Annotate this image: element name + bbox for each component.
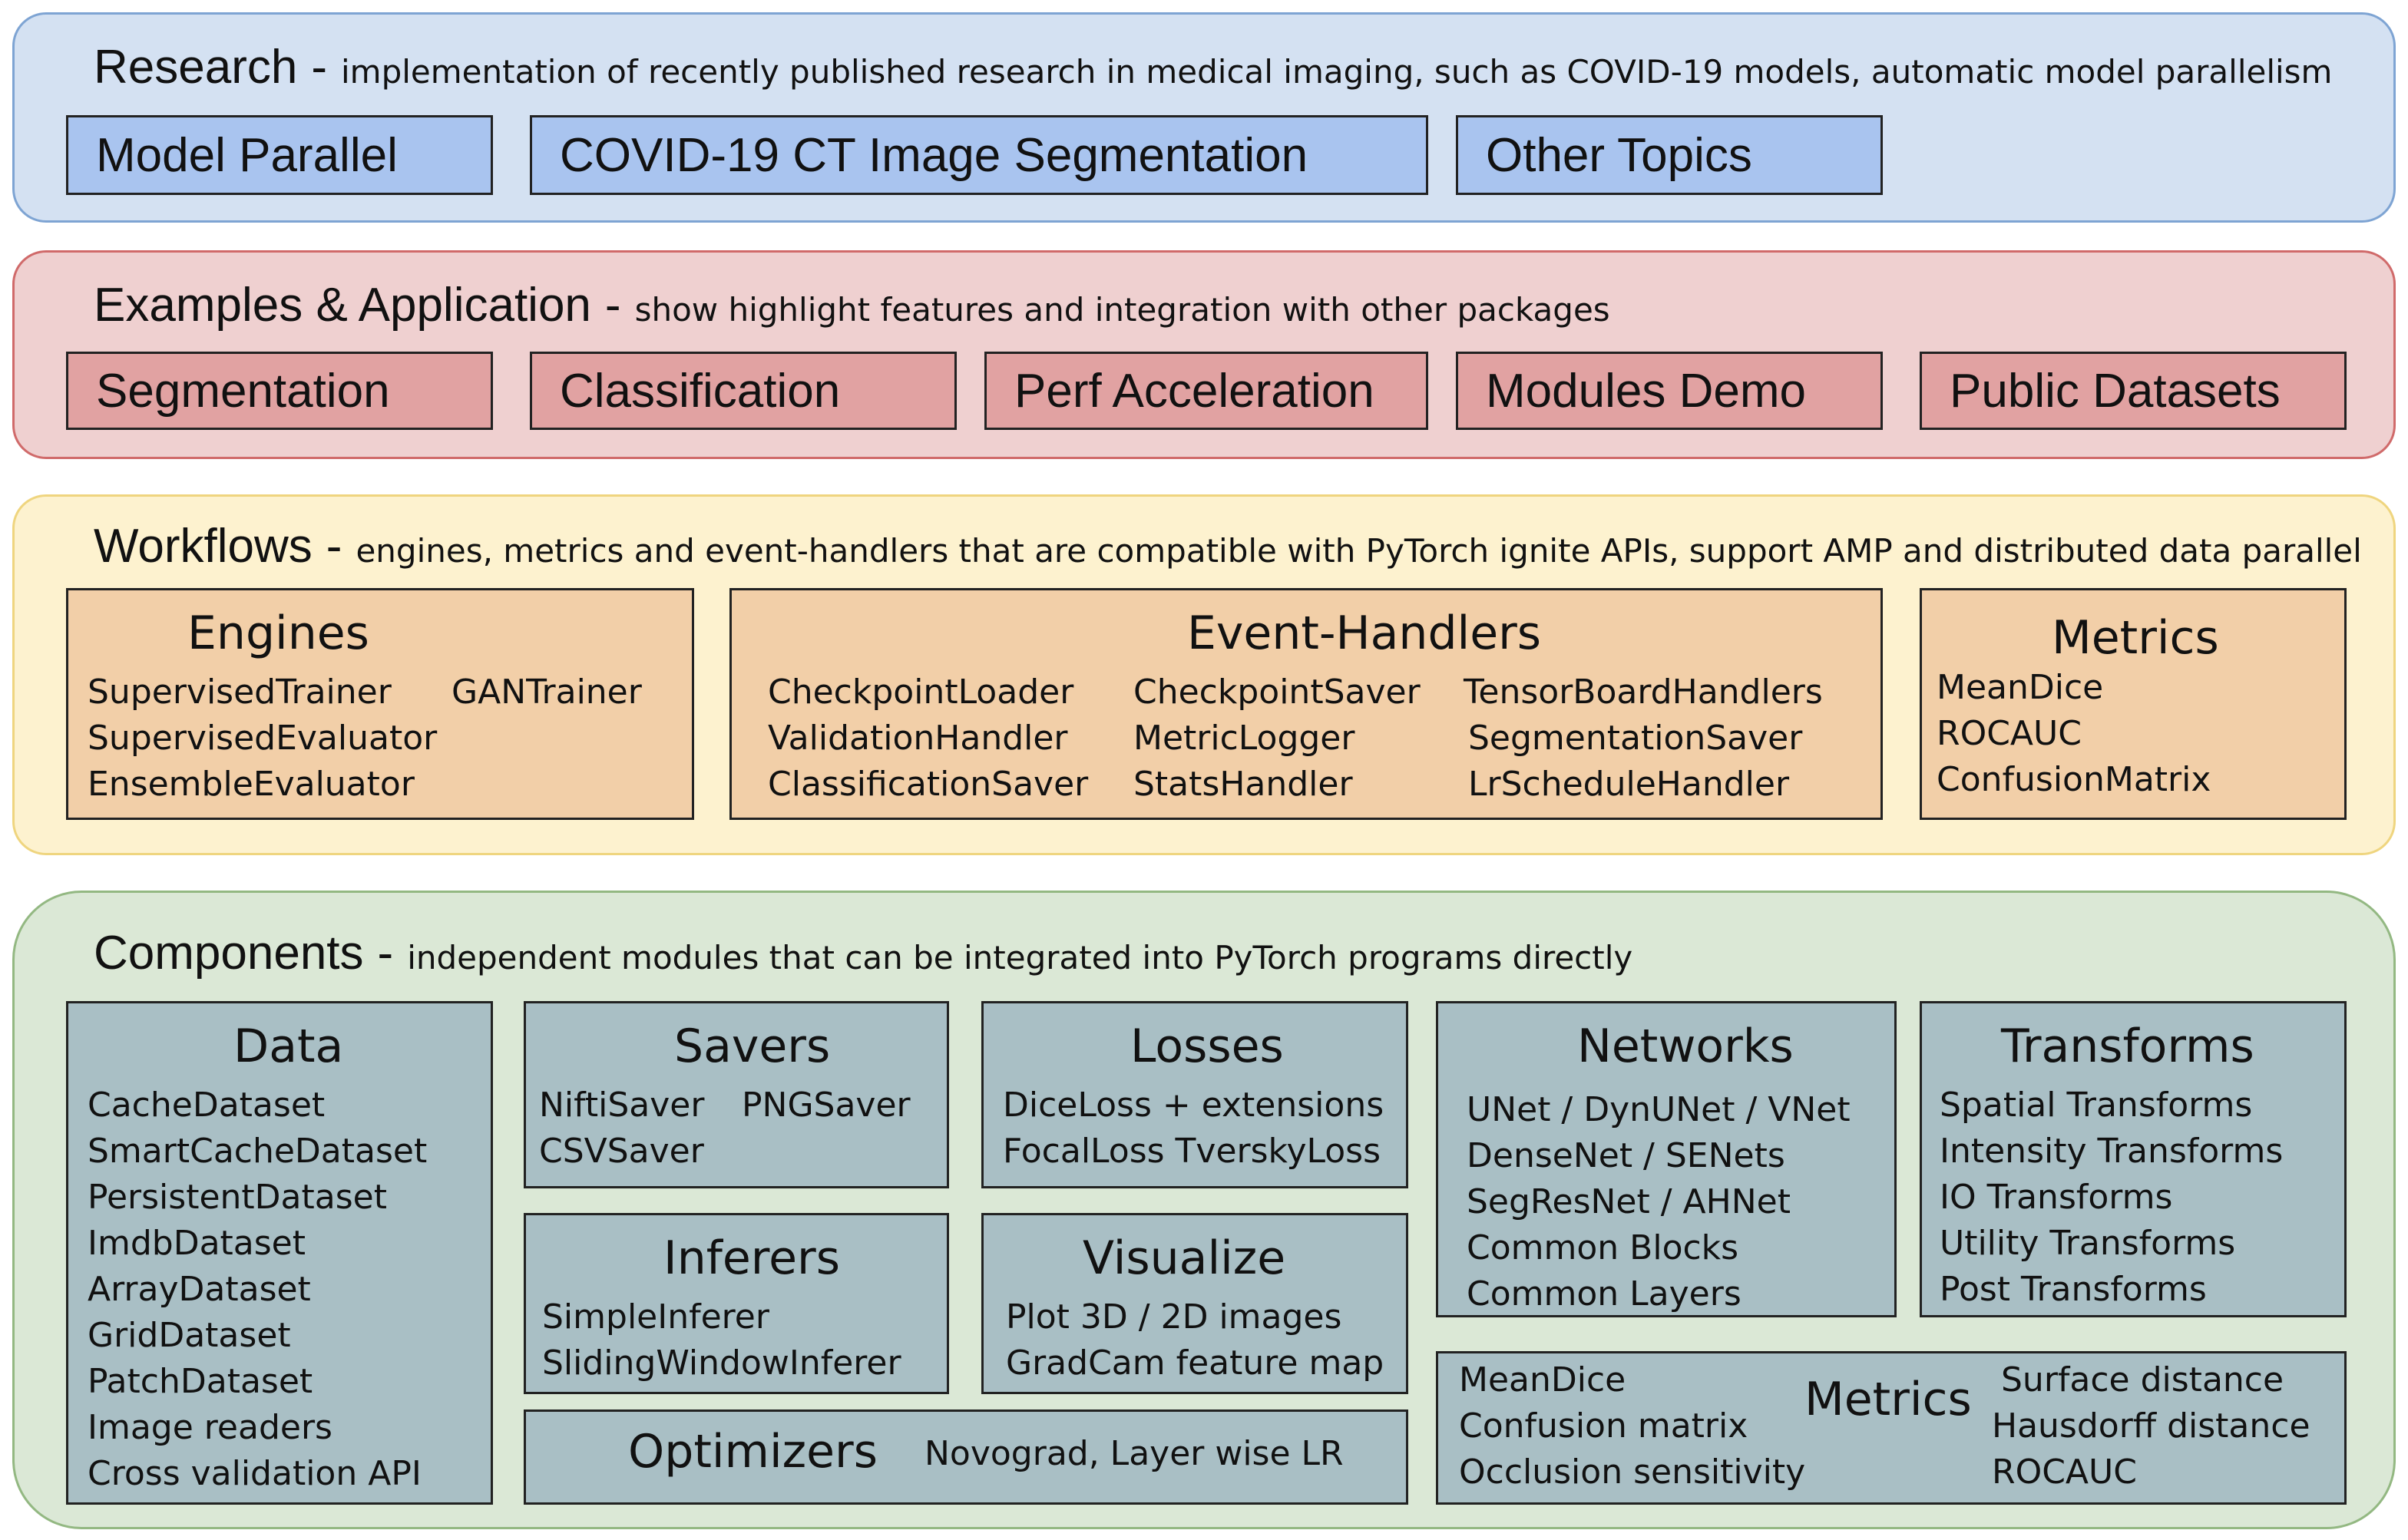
data-item: GridDataset — [88, 1316, 291, 1355]
event-handlers-title: Event-Handlers — [1187, 606, 1542, 660]
inferers-box — [524, 1213, 949, 1394]
network-item: DenseNet / SENets — [1467, 1136, 1785, 1175]
data-item: ArrayDataset — [88, 1270, 311, 1309]
saver-item: PNGSaver — [742, 1086, 911, 1125]
examples-description: show highlight features and integration … — [634, 291, 1610, 329]
component-metric-item: Occlusion sensitivity — [1459, 1452, 1806, 1492]
data-title: Data — [233, 1020, 344, 1073]
event-handler-item: CheckpointLoader — [768, 673, 1074, 712]
optimizers-text: Novograd, Layer wise LR — [925, 1434, 1344, 1473]
data-item: PatchDataset — [88, 1362, 313, 1401]
classification-button[interactable]: Classification — [530, 352, 957, 430]
workflows-header: Workflows-engines, metrics and event-han… — [94, 519, 2362, 573]
components-separator: - — [377, 927, 394, 980]
network-item: SegResNet / AHNet — [1467, 1182, 1791, 1221]
savers-box — [524, 1001, 949, 1188]
examples-header: Examples & Application-show highlight fe… — [94, 278, 1610, 332]
component-metric-item: Surface distance — [2001, 1360, 2284, 1400]
event-handler-item: LrScheduleHandler — [1468, 765, 1790, 804]
losses-box — [981, 1001, 1408, 1188]
optimizers-title: Optimizers — [628, 1425, 878, 1479]
research-description: implementation of recently published res… — [341, 53, 2333, 91]
component-metric-item: ROCAUC — [1992, 1452, 2137, 1492]
examples-title: Examples & Application — [94, 279, 591, 332]
transform-item: Spatial Transforms — [1940, 1086, 2253, 1125]
workflows-separator: - — [326, 520, 342, 573]
event-handler-item: SegmentationSaver — [1468, 719, 1803, 758]
loss-item: FocalLoss TverskyLoss — [1003, 1132, 1381, 1171]
data-item: PersistentDataset — [88, 1178, 387, 1217]
workflow-metrics-title: Metrics — [2052, 611, 2219, 665]
research-header: Research-implementation of recently publ… — [94, 40, 2332, 94]
component-metric-item: Confusion matrix — [1459, 1406, 1748, 1446]
optimizers-box — [524, 1409, 1408, 1505]
transform-item: Post Transforms — [1940, 1270, 2207, 1309]
engine-item: SupervisedEvaluator — [88, 719, 438, 758]
visualize-item: GradCam feature map — [1006, 1343, 1384, 1383]
loss-item: DiceLoss + extensions — [1003, 1086, 1384, 1125]
components-description: independent modules that can be integrat… — [407, 939, 1633, 977]
engines-box — [66, 588, 694, 820]
data-item: Cross validation API — [88, 1454, 422, 1493]
engine-item: EnsembleEvaluator — [88, 765, 415, 804]
event-handler-item: ClassificationSaver — [768, 765, 1089, 804]
workflow-metric-item: ConfusionMatrix — [1937, 760, 2211, 799]
other-topics-button[interactable]: Other Topics — [1456, 115, 1883, 195]
component-metric-item: Hausdorff distance — [1992, 1406, 2310, 1446]
savers-title: Savers — [674, 1020, 831, 1073]
workflow-metric-item: MeanDice — [1937, 668, 2104, 707]
model-parallel-button[interactable]: Model Parallel — [66, 115, 493, 195]
examples-separator: - — [604, 279, 621, 332]
components-title: Components — [94, 927, 364, 980]
workflows-description: engines, metrics and event-handlers that… — [356, 532, 2362, 570]
engine-item: GANTrainer — [452, 673, 642, 712]
research-title: Research — [94, 41, 298, 94]
visualize-box — [981, 1213, 1408, 1394]
public-datasets-button[interactable]: Public Datasets — [1920, 352, 2347, 430]
visualize-item: Plot 3D / 2D images — [1006, 1297, 1342, 1337]
modules-demo-button[interactable]: Modules Demo — [1456, 352, 1883, 430]
research-separator: - — [311, 41, 328, 94]
perf-acceleration-button[interactable]: Perf Acceleration — [984, 352, 1428, 430]
transform-item: Intensity Transforms — [1940, 1132, 2284, 1171]
workflows-title: Workflows — [94, 520, 313, 573]
losses-title: Losses — [1130, 1020, 1284, 1073]
networks-box — [1436, 1001, 1897, 1317]
inferer-item: SimpleInferer — [542, 1297, 769, 1337]
segmentation-button[interactable]: Segmentation — [66, 352, 493, 430]
data-item: ImdbDataset — [88, 1224, 306, 1263]
event-handlers-box — [729, 588, 1883, 820]
component-metrics-box — [1436, 1351, 2347, 1505]
inferers-title: Inferers — [663, 1231, 840, 1285]
data-item: SmartCacheDataset — [88, 1132, 428, 1171]
event-handler-item: ValidationHandler — [768, 719, 1068, 758]
event-handler-item: TensorBoardHandlers — [1464, 673, 1823, 712]
event-handler-item: StatsHandler — [1133, 765, 1353, 804]
component-metric-item: MeanDice — [1459, 1360, 1626, 1400]
transform-item: Utility Transforms — [1940, 1224, 2236, 1263]
workflow-metric-item: ROCAUC — [1937, 714, 2082, 753]
network-item: Common Blocks — [1467, 1228, 1739, 1267]
data-item: Image readers — [88, 1408, 332, 1447]
components-header: Components-independent modules that can … — [94, 926, 1632, 980]
data-box — [66, 1001, 493, 1505]
event-handler-item: MetricLogger — [1133, 719, 1355, 758]
network-item: UNet / DynUNet / VNet — [1467, 1090, 1851, 1129]
engines-title: Engines — [187, 606, 369, 660]
component-metrics-title: Metrics — [1804, 1373, 1972, 1426]
network-item: Common Layers — [1467, 1274, 1742, 1314]
covid-ct-segmentation-button[interactable]: COVID-19 CT Image Segmentation — [530, 115, 1428, 195]
transform-item: IO Transforms — [1940, 1178, 2173, 1217]
transforms-title: Transforms — [2001, 1020, 2254, 1073]
data-item: CacheDataset — [88, 1086, 326, 1125]
visualize-title: Visualize — [1083, 1231, 1286, 1285]
saver-item: NiftiSaver — [539, 1086, 705, 1125]
transforms-box — [1920, 1001, 2347, 1317]
networks-title: Networks — [1577, 1020, 1794, 1073]
event-handler-item: CheckpointSaver — [1133, 673, 1421, 712]
engine-item: SupervisedTrainer — [88, 673, 392, 712]
saver-item: CSVSaver — [539, 1132, 704, 1171]
workflow-metrics-box — [1920, 588, 2347, 820]
inferer-item: SlidingWindowInferer — [542, 1343, 901, 1383]
